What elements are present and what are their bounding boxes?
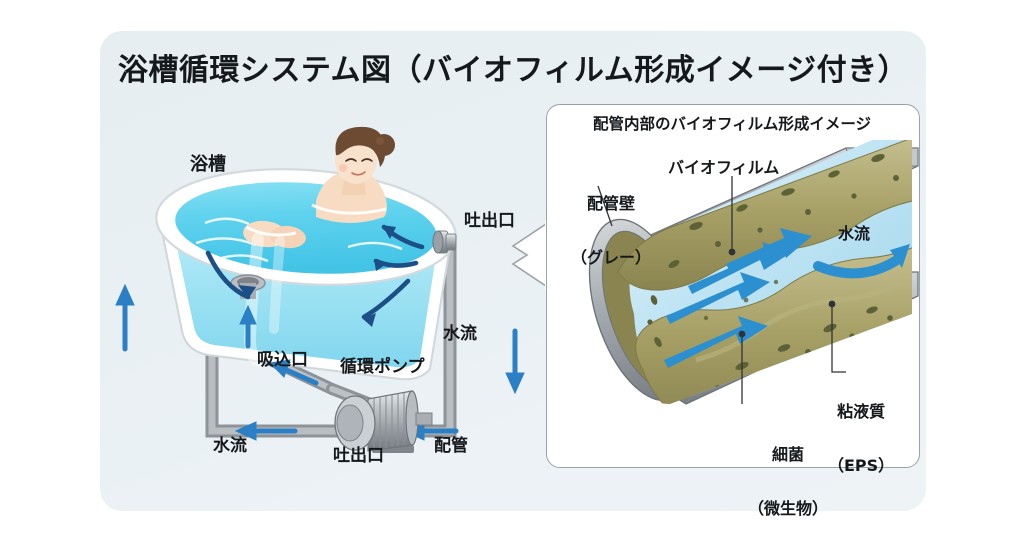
pipe-cross-section-icon — [588, 140, 919, 405]
bathtub-circulation-group — [100, 31, 550, 511]
label-flow-pipe: 水流 — [838, 224, 871, 243]
arrow-down-icon — [505, 328, 525, 395]
tub-flow-arrowheads — [238, 225, 396, 327]
bathing-person-icon — [243, 126, 395, 367]
label-pipe: 配管 — [434, 436, 468, 456]
page-title: 浴槽循環システム図（バイオフィルム形成イメージ付き） — [117, 53, 909, 88]
label-outlet-top: 吐出口 — [464, 211, 515, 231]
arrow-up-icon — [115, 283, 135, 352]
label-eps-line1: 粘液質 — [837, 401, 886, 421]
label-biofilm: バイオフィルム — [668, 158, 780, 177]
label-suction-port: 吸込口 — [257, 350, 308, 370]
bathtub-icon — [155, 126, 457, 381]
outlet-nozzle-icon — [432, 230, 457, 254]
callout-pointer-icon — [511, 220, 553, 290]
biofilm-layer-lower — [635, 239, 912, 404]
bathtub-circulation-svg — [115, 126, 525, 453]
leader-lines — [597, 176, 846, 404]
pipe-flow-arrows — [664, 228, 812, 368]
loop-flow-arrows — [115, 283, 525, 441]
card-title: 配管内部のバイオフィルム形成イメージ — [592, 115, 872, 133]
circulation-pump-icon — [334, 390, 433, 453]
label-outlet-bottom: 吐出口 — [333, 446, 384, 466]
label-flow-right: 水流 — [443, 324, 477, 344]
label-bacteria: 細菌 （微生物） — [748, 410, 828, 553]
diagram-canvas: 浴槽循環システム図（バイオフィルム形成イメージ付き） — [100, 31, 926, 517]
pipe-interior — [617, 140, 912, 404]
label-eps-line2: （EPS） — [828, 455, 895, 475]
pipe-cross-section-group — [546, 104, 919, 466]
label-pipe-wall-line2: （グレー） — [571, 247, 652, 267]
arrow-branch-icon — [268, 359, 319, 386]
arrow-up-drain-icon — [239, 304, 257, 349]
label-eps: 粘液質 （EPS） — [828, 367, 894, 510]
label-bacteria-line1: 細菌 — [772, 444, 805, 464]
bacteria-specks — [647, 154, 899, 391]
label-bacteria-line2: （微生物） — [748, 498, 829, 518]
label-pipe-wall-line1: 配管壁 — [587, 193, 636, 213]
label-circulation-pump: 循環ポンプ — [340, 357, 425, 377]
curved-flow-arrow-icon — [813, 244, 910, 279]
leader-dots — [728, 248, 836, 338]
arrow-left-icon — [234, 421, 298, 441]
label-bathtub: 浴槽 — [190, 154, 226, 175]
label-pipe-wall: 配管壁 （グレー） — [571, 159, 651, 302]
label-flow-bottom: 水流 — [213, 436, 247, 456]
